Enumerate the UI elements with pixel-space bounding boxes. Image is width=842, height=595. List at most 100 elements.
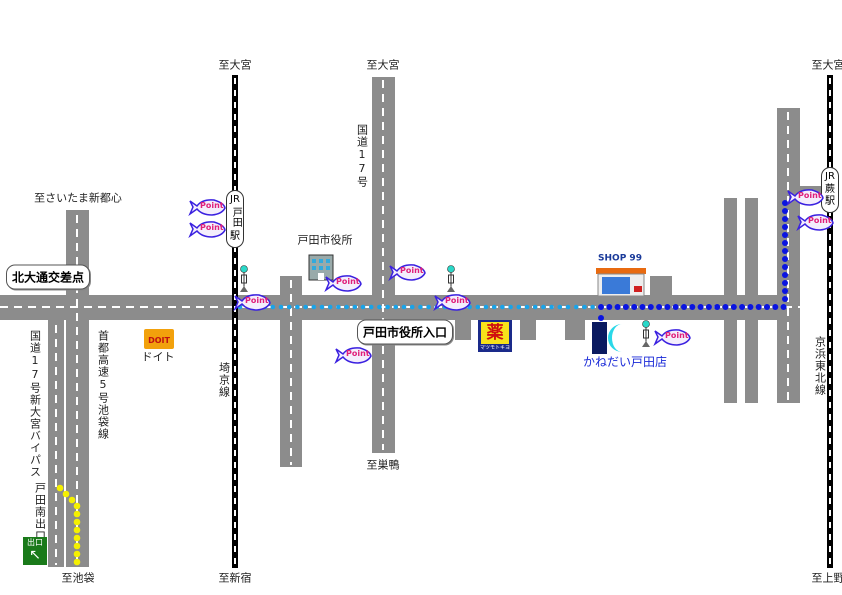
route-dot [278,304,284,310]
bus-stop-icon [239,265,249,293]
point-marker[interactable]: Point [188,197,226,217]
route-dot [598,304,604,310]
shop99-logo: SHOP 99 [598,253,642,264]
route-dot [360,304,366,310]
route-dot [532,304,538,310]
route-dot [782,280,788,286]
route-dot [764,304,770,310]
fish-icon [324,275,362,293]
label-city-hall: 戸田市役所 [297,233,353,247]
route-dot [352,304,358,310]
route-dot [755,304,762,310]
point-marker[interactable]: Point [433,292,471,312]
route-dot [73,518,81,526]
route-dot [73,526,81,534]
route-dot [631,304,638,310]
route-dot [714,304,721,310]
label-toda-exit: 戸田南出口 [33,482,47,542]
direction-omiya-left: 至大宮 [218,58,252,72]
route-dot [782,248,788,254]
route-dot [73,510,81,518]
route-dot [606,304,613,310]
route-dot [681,304,687,310]
fish-icon [334,347,372,365]
route-dot [56,484,64,492]
exit-sign: 出口↖ [23,537,47,565]
direction-saitama: 至さいたま新都心 [34,191,122,205]
route-dot [73,558,81,566]
route-dot [303,304,308,310]
route-dot [614,304,621,310]
label-doit: ドイト [141,350,175,364]
route-dot [739,304,746,310]
point-marker[interactable]: Point [653,327,691,347]
fish-icon [653,329,691,347]
route-dot [368,304,374,310]
route-dot [772,304,779,310]
route-dot [475,304,481,310]
fish-icon [796,214,834,232]
direction-sugamo: 至巣鴨 [366,458,400,472]
bus-stop-icon [641,320,651,348]
route-dot [730,304,737,310]
doit-logo[interactable]: DOIT [144,329,174,349]
fish-icon [188,221,226,239]
route-dot [377,304,382,310]
point-marker[interactable]: Point [233,292,271,312]
route-dot [336,304,341,310]
route-dot [327,304,333,310]
direction-ueno: 至上野 [811,571,842,585]
route-dot [62,490,70,498]
point-marker[interactable]: Point [786,187,824,207]
fish-icon [786,189,824,207]
route-dot [782,232,788,238]
route-dot [782,240,788,246]
building-icon[interactable] [308,251,334,281]
arrow-up-left-icon: ↖ [29,547,41,563]
route-dot [418,304,423,310]
route-dot [622,304,629,310]
label-kanedai: かねだい戸田店 [582,355,668,369]
route-dot [664,304,671,310]
kanedai-logo[interactable] [592,322,630,354]
fish-icon [388,264,426,282]
route-dot [747,304,754,310]
drugstore-logo[interactable]: 薬マツモトキヨシ [478,320,512,358]
point-marker[interactable]: Point [324,273,362,293]
label-bypass: 国道17号新大宮バイパス [28,330,42,478]
label-saikyo-line: 埼京線 [217,362,231,398]
route-dot [270,304,276,310]
route-dot [295,304,300,310]
route-dot [516,304,522,310]
route-dot [557,304,563,310]
route-dot [393,304,399,310]
callout-kita-odori: 北大通交差点 [5,264,91,290]
route-dot [697,304,704,310]
route-dot [483,304,489,310]
point-marker[interactable]: Point [796,212,834,232]
route-dot [689,304,696,310]
route-dot [782,288,788,294]
route-dot [508,304,513,310]
point-marker[interactable]: Point [388,262,426,282]
route-dot [647,304,654,310]
store-icon[interactable] [596,268,646,296]
direction-omiya-center: 至大宮 [366,58,400,72]
direction-omiya-right: 至大宮 [811,58,842,72]
route-dot [782,224,788,230]
route-dot [491,304,497,310]
fish-icon [433,294,471,312]
route-dot [426,304,431,310]
route-dot [319,304,325,310]
point-marker[interactable]: Point [188,219,226,239]
route-dots [56,200,788,566]
route-dot [286,304,292,310]
route-dot [782,264,788,270]
route-dot [541,304,546,310]
route-dot [549,304,554,310]
route-dot [782,256,788,262]
point-marker[interactable]: Point [334,345,372,365]
route-dot [780,304,787,310]
